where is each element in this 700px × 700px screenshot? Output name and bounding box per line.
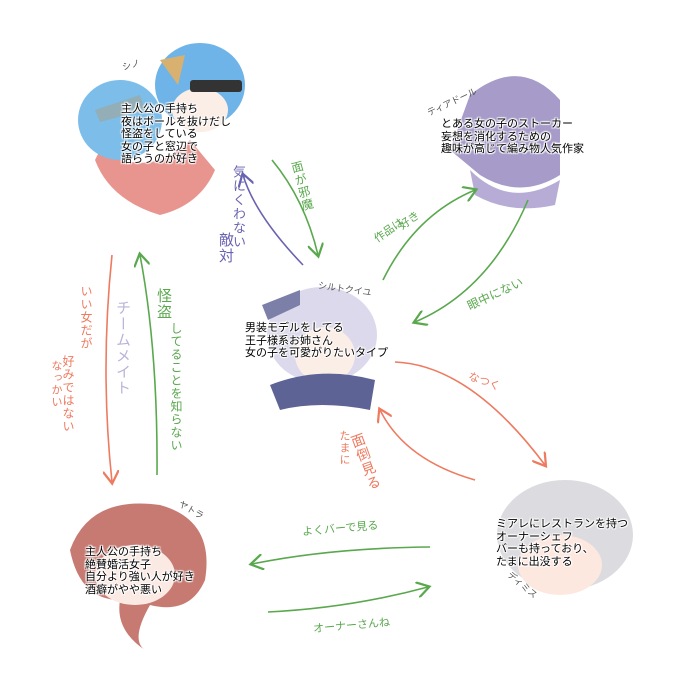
character-tiadol-illustration — [450, 76, 560, 209]
arrow-yatora-to-shino — [140, 255, 158, 476]
desc-line: 妄想を消化するための — [441, 129, 551, 143]
label-dimis-to-shilt-1: たまに — [338, 430, 351, 466]
description-yatora: 主人公の手持ち 絶賛婚活女子 自分より強い人が好き 酒癖がやや悪い — [85, 545, 195, 596]
label-shino-to-yatora-1: いい女だが — [79, 285, 93, 350]
arrow-yatora-to-dimis — [267, 587, 428, 613]
arrow-shino-to-shilt — [271, 159, 318, 255]
desc-line: 絶賛婚活女子 — [85, 557, 151, 571]
description-shilt: 男装モデルをしてる 王子様系お姉さん 女の子を可愛がりたいタイプ — [245, 321, 388, 360]
description-shino: 主人公の手持ち 夜はボールを抜けだし 怪盗をしている 女の子と窓辺で 語らうのが… — [121, 102, 231, 166]
label-shino-to-yatora-3: なっかい — [50, 360, 63, 408]
desc-line: 自分より強い人が好き — [85, 570, 195, 583]
desc-line: オーナーシェフ — [496, 529, 573, 543]
character-dimis-illustration — [497, 480, 633, 595]
desc-line: 男装モデルをしてる — [245, 321, 344, 334]
desc-line: 女の子を可愛がりたいタイプ — [245, 346, 388, 359]
arrow-shilt-to-dimis — [394, 361, 545, 465]
desc-line: たまに出没する — [496, 554, 573, 568]
desc-line: 王子様系お姉さん — [245, 333, 333, 347]
character-shino-illustration — [78, 43, 245, 215]
desc-line: 趣味が高じて編み物人気作家 — [441, 142, 584, 155]
desc-line: ミアレにレストランを持つ — [496, 517, 628, 530]
arrow-dimis-to-shilt — [380, 410, 476, 481]
desc-line: バーも持っており、 — [496, 542, 594, 555]
desc-line: 酒癖がやや悪い — [85, 582, 162, 596]
desc-line: 主人公の手持ち — [121, 102, 198, 115]
label-shilt-to-shino-2: 敵対 — [217, 232, 235, 264]
label-shilt-to-shino-1: 気にくわない — [230, 165, 245, 249]
desc-line: 女の子と窓辺で — [121, 139, 198, 153]
desc-line: 怪盗をしている — [121, 127, 198, 140]
arrow-shilt-to-shino — [243, 175, 304, 266]
desc-line: 夜はボールを抜けだし — [121, 114, 231, 128]
label-yatora-to-shino-2: してることを知らない — [169, 322, 183, 452]
arrow-dimis-to-yatora — [252, 546, 431, 564]
label-yatora-to-shino-1: 怪盗 — [155, 288, 173, 320]
description-tiadol: とある女の子のストーカー 妄想を消化するための 趣味が高じて編み物人気作家 — [441, 117, 584, 156]
label-teammate: チームメイト — [114, 300, 132, 396]
arrow-shino-to-yatora — [106, 254, 112, 482]
label-shino-to-yatora-2: 好みではない — [61, 355, 75, 433]
arrow-shilt-to-tiadol — [382, 190, 475, 281]
character-shilt-illustration — [262, 287, 377, 410]
desc-line: 主人公の手持ち — [85, 545, 162, 558]
character-yatora-illustration — [70, 503, 207, 650]
desc-line: とある女の子のストーカー — [441, 117, 573, 130]
arrow-tiadol-to-shilt — [415, 199, 529, 322]
description-dimis: ミアレにレストランを持つ オーナーシェフ バーも持っており、 たまに出没する — [496, 517, 628, 568]
desc-line: 語らうのが好き — [121, 152, 198, 165]
